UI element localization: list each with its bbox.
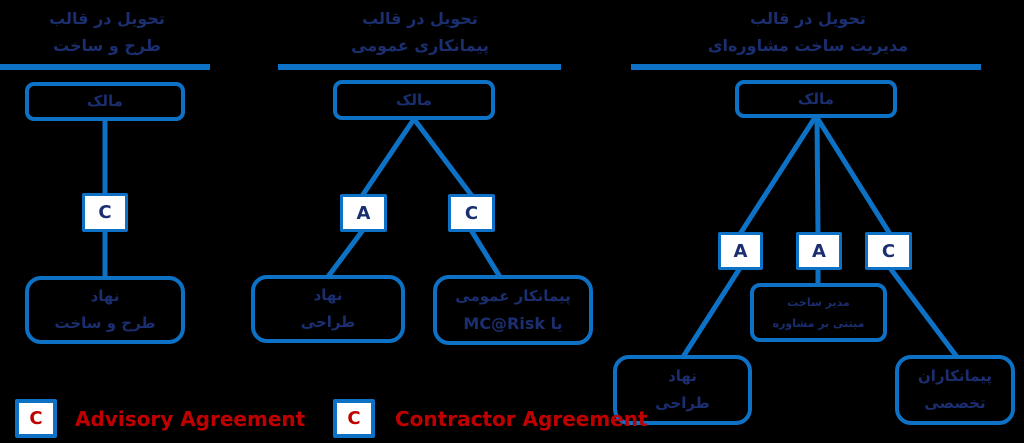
agreement-letter: A — [733, 240, 748, 262]
column-title-general-contracting: تحویل در قالب پیمانکاری عمومی — [330, 5, 510, 59]
legend-contractor-symbol-box: C — [333, 399, 375, 438]
agreement-letter: A — [812, 240, 826, 262]
node-design-entity-right: نهاد طراحی — [613, 355, 752, 425]
node-label: پیمانکار عمومی — [455, 287, 571, 305]
node-owner-general-contracting: مالک — [333, 80, 495, 120]
node-label: تخصصی — [924, 394, 986, 412]
agreement-letter: A — [356, 202, 371, 224]
node-label: نهاد — [668, 367, 697, 385]
node-label: مدیر ساخت — [787, 295, 850, 309]
node-owner-design-build: مالک — [25, 82, 185, 121]
agreement-label-c-design-build: C — [82, 193, 128, 232]
node-general-contractor-mc-at-risk: پیمانکار عمومی یا MC@Risk — [433, 275, 593, 345]
legend-symbol-letter: C — [347, 408, 361, 429]
agreement-label-c-advisory-cm: C — [865, 232, 912, 270]
agreement-label-c-general-contracting: C — [448, 194, 495, 232]
node-label: طرح و ساخت — [54, 314, 156, 332]
agreement-label-a2-advisory-cm: A — [796, 232, 842, 270]
agreement-letter: C — [98, 202, 112, 223]
node-owner-advisory-cm: مالک — [735, 80, 897, 118]
title-line: تحویل در قالب — [49, 9, 165, 28]
title-rule-middle — [278, 64, 561, 70]
node-design-build-entity: نهاد طرح و ساخت — [25, 276, 185, 344]
node-label: مبتنی بر مشاوره — [772, 316, 865, 330]
node-label: نهاد — [90, 287, 120, 305]
legend-contractor-agreement-label: Contractor Agreement — [395, 406, 648, 431]
legend-advisory-symbol-box: C — [15, 399, 57, 438]
node-design-entity-middle: نهاد طراحی — [251, 275, 405, 343]
agreement-label-a1-advisory-cm: A — [718, 232, 763, 270]
title-line: مدیریت ساخت مشاوره‌ای — [707, 36, 909, 55]
node-label: مالک — [87, 92, 123, 110]
node-label: پیمانکاران — [918, 367, 993, 385]
node-label: مالک — [798, 89, 834, 108]
agreement-letter: C — [881, 240, 896, 262]
title-line: طرح و ساخت — [53, 36, 161, 55]
legend-symbol-letter: C — [29, 408, 43, 429]
node-label: مالک — [396, 90, 432, 109]
node-advisory-construction-manager: مدیر ساخت مبتنی بر مشاوره — [750, 283, 887, 342]
node-label: یا MC@Risk — [463, 314, 563, 333]
column-title-design-build: تحویل در قالب طرح و ساخت — [17, 5, 197, 59]
node-label: نهاد — [313, 286, 343, 304]
column-title-advisory-cm: تحویل در قالب مدیریت ساخت مشاوره‌ای — [698, 5, 918, 59]
title-line: تحویل در قالب — [362, 9, 478, 28]
title-line: پیمانکاری عمومی — [351, 36, 489, 55]
node-label: طراحی — [300, 313, 356, 331]
node-label: طراحی — [655, 394, 710, 412]
legend-advisory-agreement-label: Advisory Agreement — [75, 406, 306, 431]
agreement-letter: C — [464, 202, 479, 224]
title-rule-right — [631, 64, 981, 70]
agreement-label-a-general-contracting: A — [340, 194, 387, 232]
title-line: تحویل در قالب — [750, 9, 866, 28]
node-specialty-contractors: پیمانکاران تخصصی — [895, 355, 1015, 425]
title-rule-left — [0, 64, 210, 70]
